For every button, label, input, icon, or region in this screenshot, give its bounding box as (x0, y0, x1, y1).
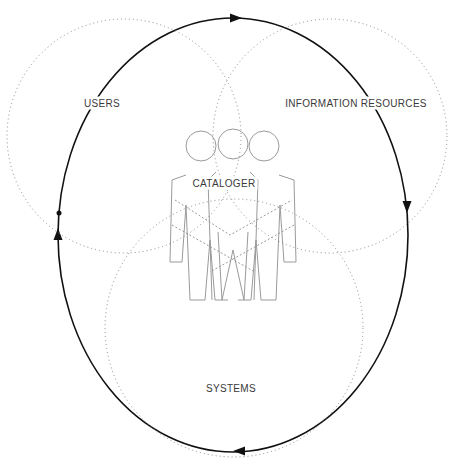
arrow-head (54, 228, 63, 240)
region-outline (212, 18, 448, 254)
cycle-start-dot (57, 211, 62, 216)
figure-label: CATALOGER (191, 177, 258, 190)
region-outline (6, 18, 242, 254)
cataloger-figures (170, 129, 296, 300)
arrow-head (233, 447, 245, 456)
cycle-loop (58, 18, 408, 452)
arrow-head (403, 201, 412, 213)
arrow-head (230, 14, 242, 23)
region-circle: INFORMATION RESOURCES (212, 18, 448, 254)
region-label: USERS (82, 97, 122, 110)
dotted-circle (213, 19, 447, 253)
dotted-circle (7, 19, 241, 253)
region-circle: SYSTEMS (104, 198, 364, 458)
region-outline (104, 198, 364, 458)
region-circle: USERS (6, 18, 242, 254)
region-label: INFORMATION RESOURCES (283, 97, 429, 110)
region-label: SYSTEMS (204, 382, 258, 395)
dotted-circle (105, 199, 363, 457)
